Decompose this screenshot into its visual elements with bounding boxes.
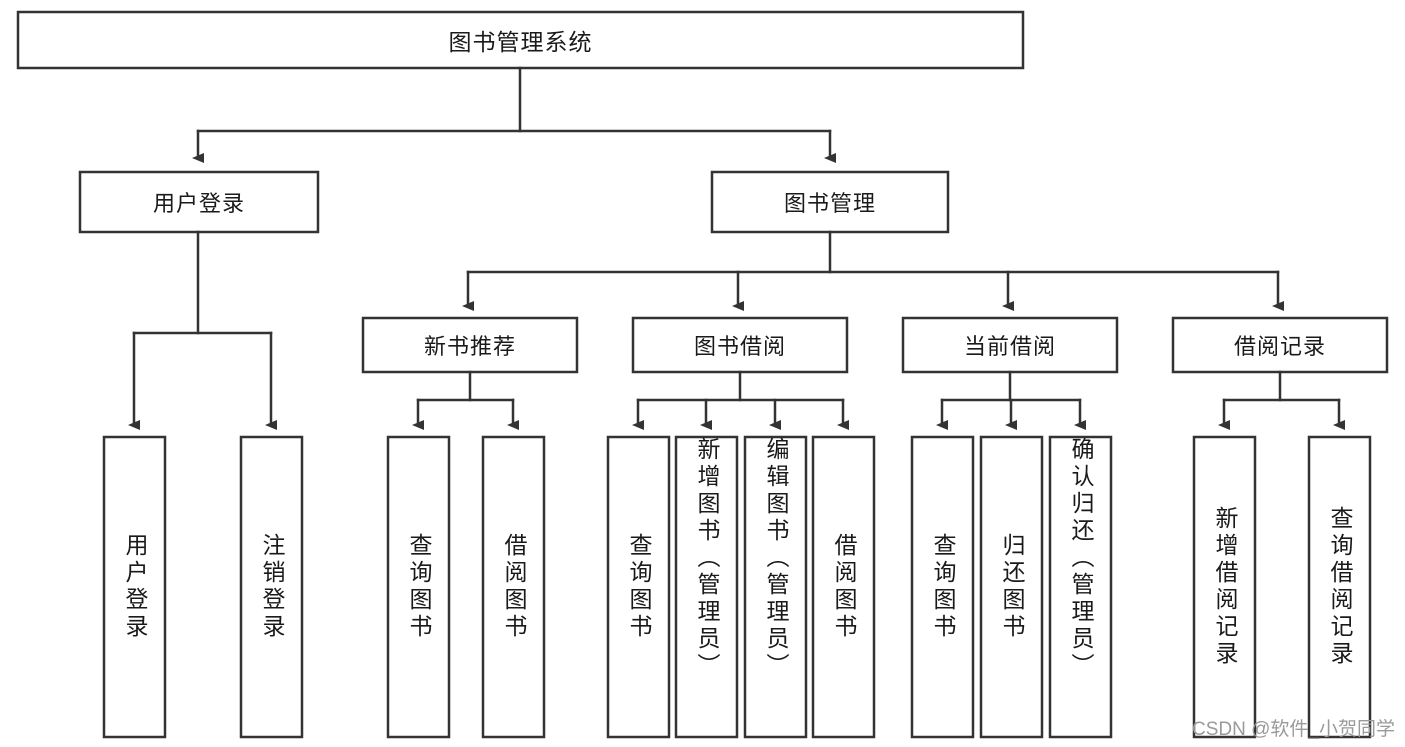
node-leaf-borrow-book-1[interactable] (481, 435, 546, 739)
node-leaf-borrow-book-2[interactable] (811, 435, 876, 739)
node-book-management[interactable] (710, 170, 950, 234)
node-leaf-query-book-1[interactable] (386, 435, 451, 739)
node-root[interactable] (16, 10, 1025, 70)
node-leaf-logout[interactable] (239, 435, 304, 739)
node-borrow-record[interactable] (1171, 316, 1389, 374)
node-leaf-confirm-return[interactable] (1048, 435, 1113, 739)
node-leaf-edit-book[interactable] (743, 435, 808, 739)
node-leaf-return-book[interactable] (979, 435, 1044, 739)
node-new-book-recommend[interactable] (361, 316, 579, 374)
node-current-borrow[interactable] (901, 316, 1119, 374)
node-leaf-add-record[interactable] (1192, 435, 1257, 739)
node-user-login[interactable] (78, 170, 320, 234)
node-leaf-add-book[interactable] (674, 435, 739, 739)
node-leaf-query-book-3[interactable] (910, 435, 975, 739)
node-book-borrow[interactable] (631, 316, 849, 374)
node-leaf-user-login[interactable] (102, 435, 167, 739)
node-leaf-query-record[interactable] (1307, 435, 1372, 739)
node-leaf-query-book-2[interactable] (606, 435, 671, 739)
